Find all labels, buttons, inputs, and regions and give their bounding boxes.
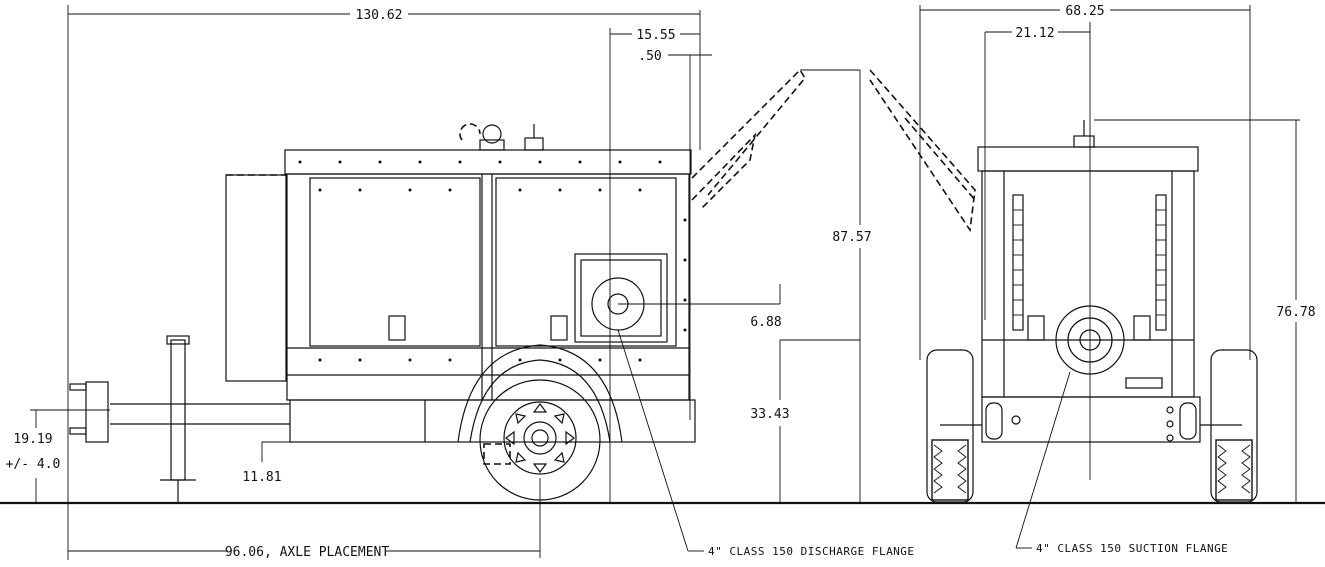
hitch-tolerance-label: +/- 4.0 xyxy=(6,457,61,472)
rear-view: 68.25 21.12 76.78 4" CLASS 150 SUCTION F… xyxy=(869,4,1316,555)
flange-small-label: .50 xyxy=(638,49,661,64)
side-height-label: 87.57 xyxy=(832,230,871,245)
overall-width-label: 68.25 xyxy=(1065,4,1104,19)
rivet-dots xyxy=(298,160,687,362)
discharge-flange-note: 4" CLASS 150 DISCHARGE FLANGE xyxy=(708,545,915,558)
axle-height-label: 33.43 xyxy=(750,407,789,422)
axle-placement-label: 96.06, AXLE PLACEMENT xyxy=(225,545,390,560)
suction-flange-note: 4" CLASS 150 SUCTION FLANGE xyxy=(1036,542,1228,555)
flange-offset-label: 15.55 xyxy=(636,28,675,43)
ground-clearance-label: 11.81 xyxy=(242,470,281,485)
suction-offset-label: 21.12 xyxy=(1015,26,1054,41)
side-view: 130.62 15.55 .50 87.57 6.88 33.43 19.19 … xyxy=(6,5,915,560)
hitch-height-label: 19.19 xyxy=(13,432,52,447)
rear-height-label: 76.78 xyxy=(1276,305,1315,320)
overall-length-label: 130.62 xyxy=(356,8,403,23)
flange-height-label: 6.88 xyxy=(750,315,781,330)
